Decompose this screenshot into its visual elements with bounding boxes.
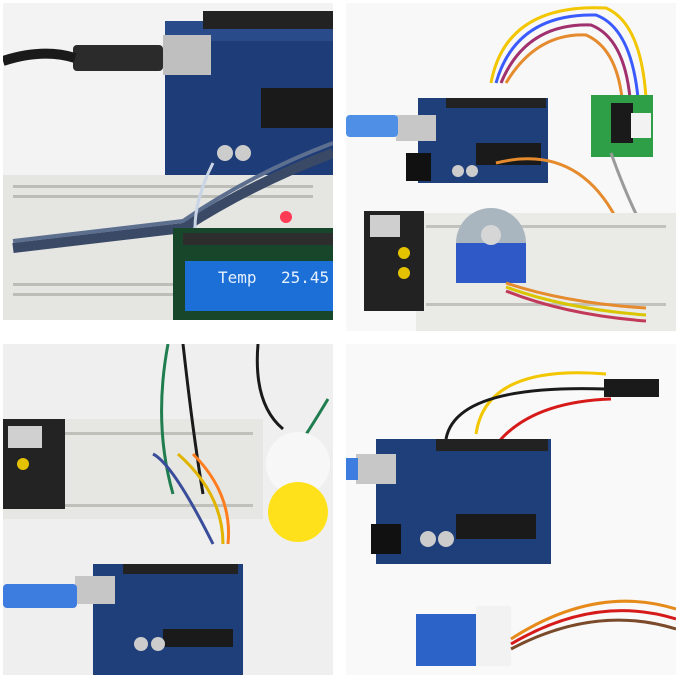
jumper-connector: [604, 379, 659, 397]
usb-cable-plug: [73, 45, 163, 71]
usb-connector: [163, 35, 211, 75]
pir-scene: [3, 344, 333, 675]
pir-yellow-cap: [268, 482, 328, 542]
pir-sensor-dome: [266, 432, 330, 496]
usb-connector: [75, 576, 115, 604]
microcontroller-chip: [456, 514, 536, 539]
arduino-board: [418, 98, 548, 183]
ribbon-cable: [12, 148, 333, 253]
panel-stepper-motor: [346, 3, 676, 331]
usb-connector: [356, 454, 396, 484]
usb-cable-plug: [3, 584, 77, 608]
lcd-screen: [185, 261, 333, 311]
usb-cable-plug: [346, 115, 398, 137]
microcontroller-chip: [163, 629, 233, 647]
panel-servo-motor: [346, 344, 676, 675]
red-led: [280, 211, 292, 223]
panel-pir-sensor: [3, 344, 333, 675]
arduino-board: [376, 439, 551, 564]
header-pins: [203, 11, 333, 29]
servo-scene: [346, 344, 676, 675]
lcd-temp-label: Temp: [218, 268, 257, 287]
stepper-scene: [346, 3, 676, 331]
panel-lcd-temperature: Temp 25.45: [3, 3, 333, 320]
servo-horn: [476, 606, 511, 666]
lcd-temp-value: 25.45: [281, 268, 329, 287]
lcd-scene: Temp 25.45: [3, 3, 333, 320]
microcontroller-chip: [261, 88, 333, 128]
arduino-board: [93, 564, 243, 675]
usb-connector: [396, 115, 436, 141]
